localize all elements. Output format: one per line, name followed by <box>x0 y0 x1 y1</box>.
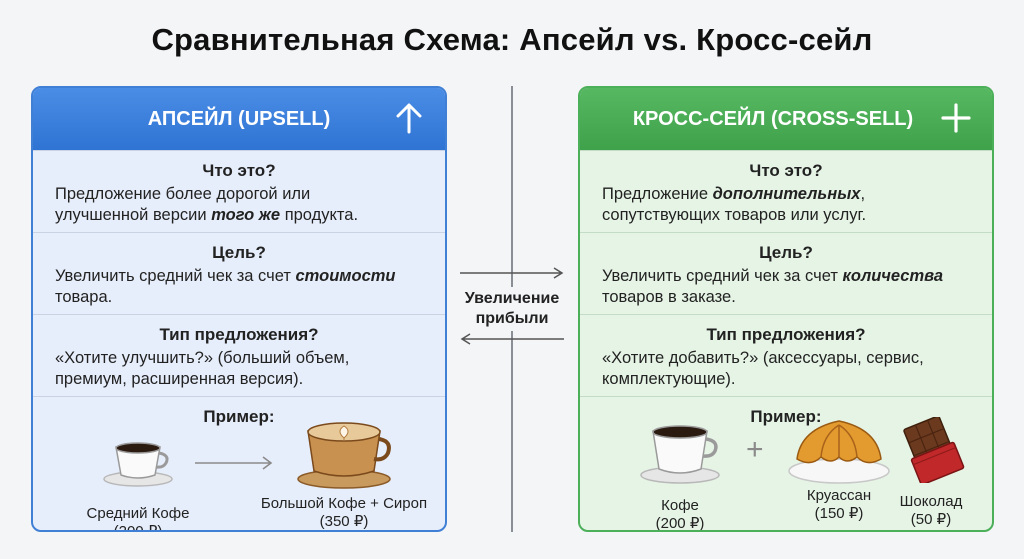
crosssell-what-text: Предложение дополнительных, сопутствующи… <box>602 184 970 226</box>
upsell-goal-1b: стоимости <box>295 267 396 285</box>
upsell-type-line1: «Хотите улучшить?» (больший объем, <box>55 349 350 367</box>
arrow-right-icon <box>195 456 273 470</box>
crosssell-goal-1a: Увеличить средний чек за счет <box>602 267 843 285</box>
upsell-goal-1a: Увеличить средний чек за счет <box>55 267 296 285</box>
upsell-goal-section: Цель? Увеличить средний чек за счет стои… <box>33 232 445 314</box>
upsell-type-title: Тип предложения? <box>159 325 319 344</box>
arrow-left-icon <box>460 333 564 345</box>
upsell-example-item-1: Средний Кофе (200 ₽) <box>73 437 203 532</box>
upsell-item2-price: (350 ₽) <box>319 513 369 530</box>
arrow-right-icon <box>460 267 564 279</box>
upsell-panel: АПСЕЙЛ (UPSELL) Что это? Предложение бол… <box>31 86 447 532</box>
crosssell-goal-section: Цель? Увеличить средний чек за счет коли… <box>580 232 992 314</box>
crosssell-goal-1b: количества <box>842 267 944 285</box>
crosssell-header-label: КРОСС-СЕЙЛ (CROSS-SELL) <box>632 107 914 130</box>
crosssell-what-line1: Предложение дополнительных, <box>602 184 970 205</box>
chocolate-bar-icon <box>903 417 965 483</box>
upsell-what-line1: Предложение более дорогой или <box>55 185 311 203</box>
crosssell-what-title: Что это? <box>749 161 823 180</box>
upsell-example-section: Пример: Средний Кофе (200 ₽) Большой К <box>33 396 445 532</box>
croissant-icon <box>788 420 890 484</box>
plus-icon <box>941 103 971 133</box>
crosssell-example-item-1: Кофе (200 ₽) <box>620 419 740 532</box>
crosssell-item1-price: (200 ₽) <box>655 515 705 532</box>
crosssell-plus-sign: + <box>746 433 764 466</box>
crosssell-what-1a: Предложение <box>602 185 713 203</box>
center-label-line2: прибыли <box>475 310 549 327</box>
upsell-item1-name: Средний Кофе <box>86 505 190 522</box>
crosssell-what-1c: , <box>860 185 866 203</box>
upsell-what-2c: продукта. <box>280 206 359 224</box>
coffee-cup-icon <box>103 442 173 487</box>
upsell-goal-title: Цель? <box>212 243 266 262</box>
crosssell-what-line2: сопутствующих товаров или услуг. <box>602 206 867 224</box>
upsell-item1-price: (200 ₽) <box>113 523 163 532</box>
upsell-example-title: Пример: <box>203 407 275 426</box>
upsell-what-line2: улучшенной версии того же продукта. <box>55 205 423 226</box>
crosssell-goal-title: Цель? <box>759 243 813 262</box>
page-title: Сравнительная Схема: Апсейл vs. Кросс-се… <box>151 22 873 57</box>
crosssell-item3-name: Шоколад <box>899 493 963 510</box>
crosssell-item3-price: (50 ₽) <box>910 511 952 528</box>
crosssell-example-section: Пример: Кофе (200 ₽) + Круассан (150 ₽) <box>580 396 992 532</box>
crosssell-goal-text: Увеличить средний чек за счет количества… <box>602 266 970 308</box>
crosssell-item2-name: Круассан <box>806 487 872 504</box>
crosssell-example-item-2: Круассан (150 ₽) <box>784 411 894 523</box>
crosssell-header: КРОСС-СЕЙЛ (CROSS-SELL) <box>580 88 992 150</box>
crosssell-type-section: Тип предложения? «Хотите добавить?» (акс… <box>580 314 992 396</box>
upsell-what-2a: улучшенной версии <box>55 206 212 224</box>
crosssell-panel: КРОСС-СЕЙЛ (CROSS-SELL) Что это? Предлож… <box>578 86 994 532</box>
upsell-what-title: Что это? <box>202 161 276 180</box>
crosssell-type-text: «Хотите добавить?» (аксессуары, сервис, … <box>602 348 970 390</box>
crosssell-type-title: Тип предложения? <box>706 325 866 344</box>
upsell-what-2b: того же <box>211 206 281 224</box>
upsell-item2-name: Большой Кофе + Сироп <box>260 495 428 512</box>
center-label: Увеличение прибыли <box>452 287 572 331</box>
upsell-type-line2: премиум, расширенная версия). <box>55 370 304 388</box>
upsell-header: АПСЕЙЛ (UPSELL) <box>33 88 445 150</box>
coffee-cup-icon <box>640 425 720 484</box>
arrow-up-icon <box>396 103 422 134</box>
crosssell-what-section: Что это? Предложение дополнительных, соп… <box>580 150 992 232</box>
upsell-goal-line2: товара. <box>55 288 113 306</box>
upsell-goal-line1: Увеличить средний чек за счет стоимости <box>55 266 423 287</box>
crosssell-item2-price: (150 ₽) <box>814 505 864 522</box>
upsell-type-text: «Хотите улучшить?» (больший объем, преми… <box>55 348 423 390</box>
crosssell-what-1b: дополнительных <box>712 185 861 203</box>
crosssell-goal-line2: товаров в заказе. <box>602 288 736 306</box>
upsell-example-item-2: Большой Кофе + Сироп (350 ₽) <box>251 417 437 530</box>
upsell-header-label: АПСЕЙЛ (UPSELL) <box>147 107 331 130</box>
upsell-what-text: Предложение более дорогой или улучшенной… <box>55 184 423 226</box>
crosssell-type-line1: «Хотите добавить?» (аксессуары, сервис, <box>602 349 924 367</box>
upsell-what-section: Что это? Предложение более дорогой или у… <box>33 150 445 232</box>
crosssell-example-item-3: Шоколад (50 ₽) <box>890 417 972 529</box>
latte-cup-icon <box>297 422 391 489</box>
upsell-goal-text: Увеличить средний чек за счет стоимости … <box>55 266 423 308</box>
crosssell-item1-name: Кофе <box>661 497 699 514</box>
crosssell-example-title: Пример: <box>750 407 822 426</box>
center-label-line1: Увеличение <box>464 290 560 307</box>
upsell-type-section: Тип предложения? «Хотите улучшить?» (бол… <box>33 314 445 396</box>
crosssell-type-line2: комплектующие). <box>602 370 736 388</box>
crosssell-goal-line1: Увеличить средний чек за счет количества <box>602 266 970 287</box>
